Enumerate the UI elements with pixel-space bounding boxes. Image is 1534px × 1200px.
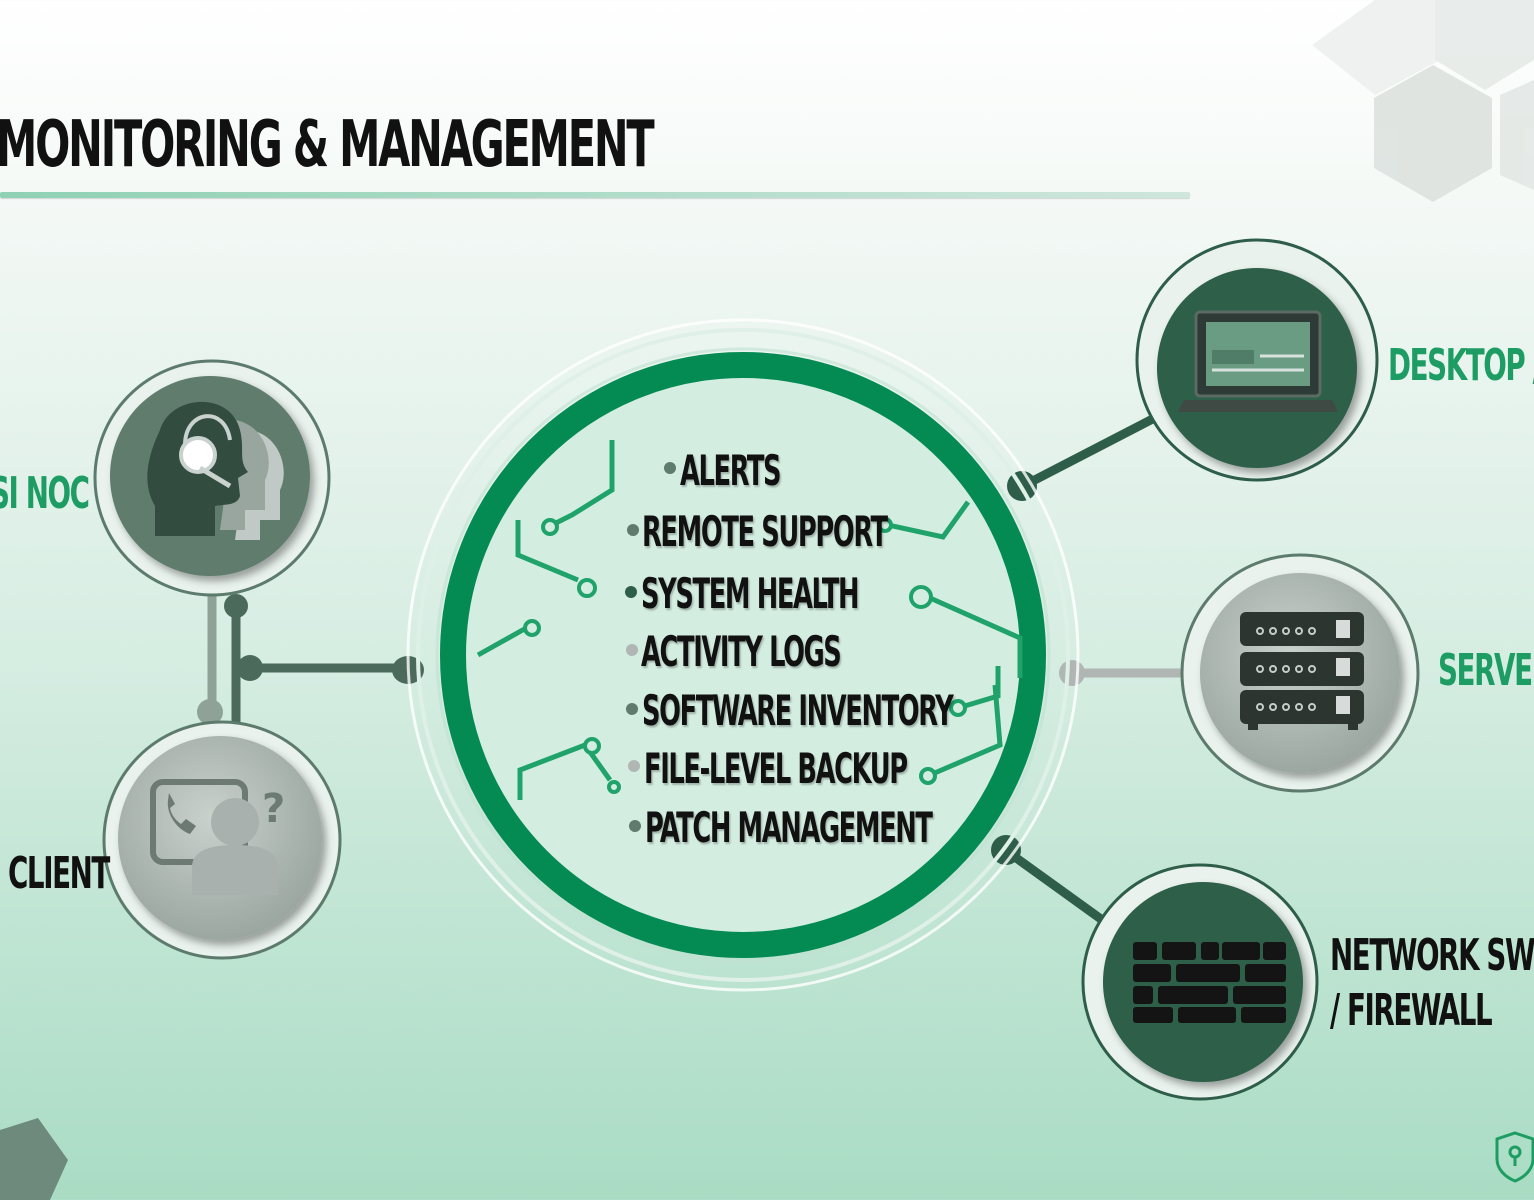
svg-text:?: ? (262, 786, 285, 832)
service-file-level-backup: FILE-LEVEL BACKUP (644, 744, 908, 793)
service-bullets (625, 462, 676, 832)
service-patch-management: PATCH MANAGEMENT (645, 803, 933, 852)
server-label: SERVER (1438, 645, 1534, 696)
service-software-inventory: SOFTWARE INVENTORY (642, 686, 954, 735)
network-label-line1: NETWORK SWITC (1330, 930, 1534, 981)
service-alerts: ALERTS (680, 446, 782, 495)
service-activity-logs: ACTIVITY LOGS (641, 627, 842, 676)
page-title: MONITORING & MANAGEMENT (0, 108, 655, 182)
headset-agent-icon (147, 401, 284, 540)
service-remote-support: REMOTE SUPPORT (642, 507, 888, 556)
laptop-icon (1178, 310, 1338, 412)
title-divider (0, 192, 1190, 198)
decor-hexagons (1312, 0, 1534, 202)
desktop-node (1135, 238, 1379, 482)
left-connectors (197, 585, 424, 745)
network-node (1081, 863, 1319, 1101)
desktop-label: DESKTOP /LA (1388, 340, 1534, 391)
network-label-line2: / FIREWALL (1330, 985, 1493, 1036)
client-label: CLIENT (8, 848, 110, 899)
noc-label: SI NOC (0, 468, 90, 519)
noc-node (93, 359, 331, 597)
firewall-brick-icon (1133, 942, 1286, 1023)
client-node: ? (102, 720, 342, 960)
decor-hexagon-bottom (0, 1118, 68, 1200)
server-rack-icon (1240, 612, 1364, 730)
server-node (1180, 553, 1420, 793)
shield-lock-icon (1495, 1131, 1534, 1183)
service-system-health: SYSTEM HEALTH (641, 569, 860, 618)
client-call-question-icon: ? (150, 779, 285, 895)
circuit-traces (476, 440, 1023, 800)
center-hub (406, 318, 1080, 992)
